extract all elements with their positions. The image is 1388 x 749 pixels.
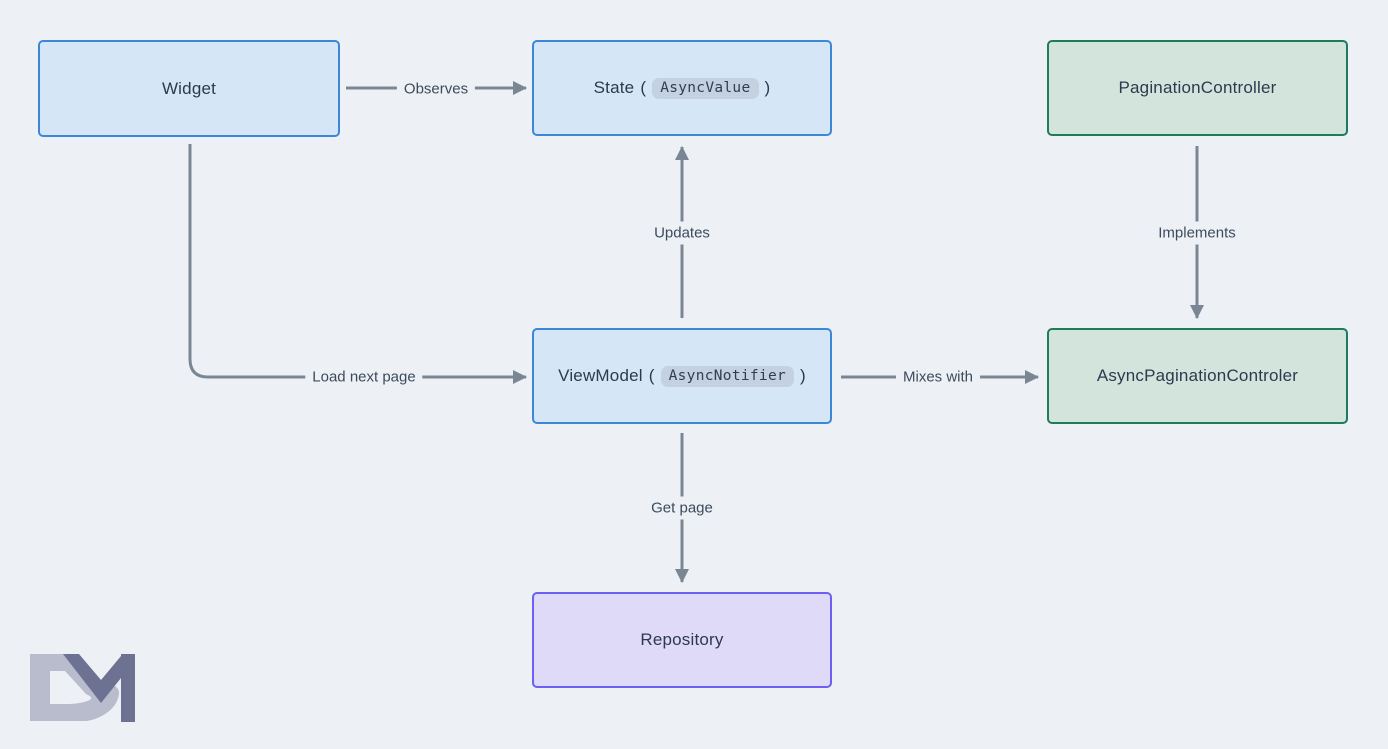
node-pagination-controller: PaginationController (1047, 40, 1348, 136)
close-paren: ) (800, 366, 806, 385)
edge-label-updates: Updates (647, 221, 717, 245)
node-widget-label: Widget (161, 78, 217, 98)
edge-label-implements: Implements (1151, 221, 1243, 245)
node-state-code-chip: AsyncValue (652, 77, 759, 99)
edge-load-next-page-line (188, 144, 527, 384)
dm-logo-letter-m (63, 654, 135, 722)
node-pagination-controller-label: PaginationController (1118, 78, 1277, 97)
node-repository: Repository (532, 592, 832, 688)
node-async-pagination-controler: AsyncPaginationControler (1047, 328, 1348, 424)
edge-label-observes: Observes (396, 77, 476, 101)
dm-logo-letter-d (30, 654, 120, 721)
open-paren: ( (640, 78, 647, 97)
node-viewmodel: ViewModel ( AsyncNotifier ) (532, 328, 832, 424)
close-paren: ) (764, 78, 771, 97)
edge-label-load-next-page: Load next page (305, 365, 423, 389)
node-widget: Widget (38, 40, 340, 137)
dm-logo (30, 654, 135, 722)
node-repository-label: Repository (640, 630, 724, 649)
open-paren: ( (648, 366, 655, 385)
edge-label-mixes-with: Mixes with (895, 365, 981, 389)
node-viewmodel-label: ViewModel (558, 366, 643, 385)
edge-label-get-page: Get page (644, 496, 720, 520)
node-state: State ( AsyncValue ) (532, 40, 832, 136)
node-async-pagination-controler-label: AsyncPaginationControler (1096, 366, 1299, 385)
node-viewmodel-code-chip: AsyncNotifier (660, 365, 795, 387)
node-state-label: State (593, 78, 635, 97)
